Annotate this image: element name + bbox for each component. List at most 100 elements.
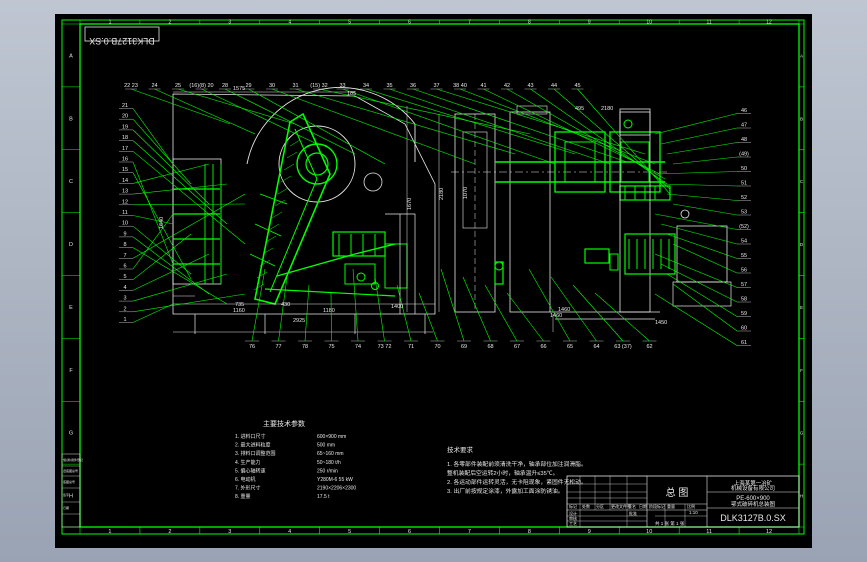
svg-text:更改文件号: 更改文件号 — [611, 503, 631, 509]
balloon-top: 44 — [551, 83, 557, 89]
title-block: 标记 处数 分区 更改文件号 签名 日期 设计 审核 工艺 批准 阶段标记 重量… — [566, 475, 800, 528]
col-label: 11 — [706, 529, 712, 535]
balloon-left: 8 — [123, 242, 126, 248]
balloon-top: 38 40 — [453, 83, 467, 89]
row-label: A — [69, 53, 73, 59]
jaw-crusher-side-view — [172, 87, 436, 334]
row-label: F — [69, 368, 73, 374]
svg-text:1640: 1640 — [159, 217, 165, 229]
balloon-top: 33 — [339, 83, 345, 89]
svg-text:日期: 日期 — [63, 505, 69, 510]
col-label: 1 — [109, 20, 112, 26]
jaw-crusher-front-view — [438, 105, 732, 332]
row-label: G — [800, 431, 804, 436]
balloon-top: 31 — [292, 83, 298, 89]
balloon-left: 14 — [122, 178, 128, 184]
svg-text:2180: 2180 — [439, 188, 445, 200]
balloon-bottom: 63 (37) — [614, 344, 632, 350]
balloon-bottom: 67 — [514, 344, 520, 350]
svg-text:DLK3127B.0.SX: DLK3127B.0.SX — [89, 36, 155, 46]
col-label: 7 — [468, 20, 471, 26]
col-label: 6 — [408, 529, 411, 535]
balloon-right: 55 — [741, 253, 747, 259]
balloon-right: 48 — [741, 137, 747, 143]
spec-value: 2190×2206×2300 — [317, 486, 356, 492]
row-label: E — [69, 305, 73, 311]
part-leader-lines — [119, 88, 751, 346]
svg-text:重量: 重量 — [667, 503, 675, 509]
spec-value: 65~160 mm — [317, 451, 344, 457]
balloon-left: 10 — [122, 221, 128, 227]
col-label: 3 — [228, 529, 231, 535]
svg-text:1450: 1450 — [655, 320, 667, 326]
row-label: H — [69, 494, 73, 500]
balloon-right: 52 — [741, 195, 747, 201]
balloon-left: 18 — [122, 135, 128, 141]
svg-text:DLK3127B.0.SX: DLK3127B.0.SX — [720, 513, 786, 523]
svg-text:底图总号: 底图总号 — [63, 479, 75, 484]
balloon-top: 34 — [363, 83, 369, 89]
spec-value: 50~180 t/h — [317, 460, 341, 466]
balloon-left: 20 — [122, 114, 128, 120]
balloon-left: 15 — [122, 167, 128, 173]
col-label: 2 — [168, 20, 171, 26]
col-label: 3 — [228, 20, 231, 26]
spec-value: 500 mm — [317, 443, 335, 449]
balloon-right: 54 — [741, 239, 747, 245]
spec-label: 8. 重量 — [235, 493, 251, 500]
balloon-left: 7 — [123, 253, 126, 259]
col-label: 6 — [408, 20, 411, 26]
balloon-bottom: 70 — [434, 344, 440, 350]
balloon-right: 59 — [741, 311, 747, 317]
svg-text:1670: 1670 — [407, 198, 413, 210]
col-label: 11 — [707, 20, 712, 26]
balloon-left: 19 — [122, 124, 128, 130]
balloon-right: 50 — [741, 166, 747, 172]
svg-text:430: 430 — [281, 302, 290, 308]
balloon-top: 43 — [527, 83, 533, 89]
balloon-right: 61 — [741, 340, 747, 346]
balloon-bottom: 66 — [540, 344, 546, 350]
svg-text:设计: 设计 — [569, 510, 577, 516]
drawing-number-top: DLK3127B.0.SX — [84, 26, 160, 46]
row-label: C — [69, 179, 73, 185]
svg-text:签字: 签字 — [63, 492, 69, 497]
balloon-left: 17 — [122, 146, 128, 152]
balloon-bottom: 64 — [593, 344, 599, 350]
balloon-top: 22 23 — [124, 83, 138, 89]
col-label: 5 — [348, 529, 351, 535]
balloon-right: 58 — [741, 297, 747, 303]
balloon-bottom: 75 — [328, 344, 334, 350]
svg-text:1460: 1460 — [550, 313, 562, 319]
spec-label: 1. 进料口尺寸 — [235, 433, 266, 440]
svg-text:旧底图总号: 旧底图总号 — [63, 468, 78, 473]
row-label: C — [800, 179, 804, 184]
balloon-bottom: 78 — [302, 344, 308, 350]
balloon-left: 1 — [123, 317, 126, 323]
svg-text:735: 735 — [235, 302, 244, 308]
svg-text:1:10: 1:10 — [689, 510, 698, 515]
row-label: H — [800, 494, 803, 499]
balloon-bottom: 65 — [567, 344, 573, 350]
row-label: D — [800, 242, 804, 247]
col-label: 5 — [348, 20, 351, 26]
col-label: 1 — [108, 529, 111, 535]
balloon-right: 56 — [741, 268, 747, 274]
spec-label: 2. 最大进料粒度 — [235, 442, 271, 449]
svg-text:阶段标记: 阶段标记 — [649, 503, 665, 509]
svg-text:工艺: 工艺 — [569, 521, 577, 526]
svg-text:PE-600×900: PE-600×900 — [736, 496, 770, 502]
balloon-bottom: 68 — [487, 344, 493, 350]
row-label: D — [69, 242, 73, 248]
spec-value: 250 r/min — [317, 468, 338, 474]
svg-text:495: 495 — [575, 106, 584, 112]
balloon-top: 42 — [504, 83, 510, 89]
row-label: B — [800, 116, 803, 121]
col-label: 7 — [468, 529, 471, 535]
svg-text:1160: 1160 — [233, 308, 245, 314]
svg-text:上海某第一冶矿: 上海某第一冶矿 — [734, 479, 773, 487]
svg-text:1460: 1460 — [558, 307, 570, 313]
svg-text:1070: 1070 — [463, 187, 469, 199]
